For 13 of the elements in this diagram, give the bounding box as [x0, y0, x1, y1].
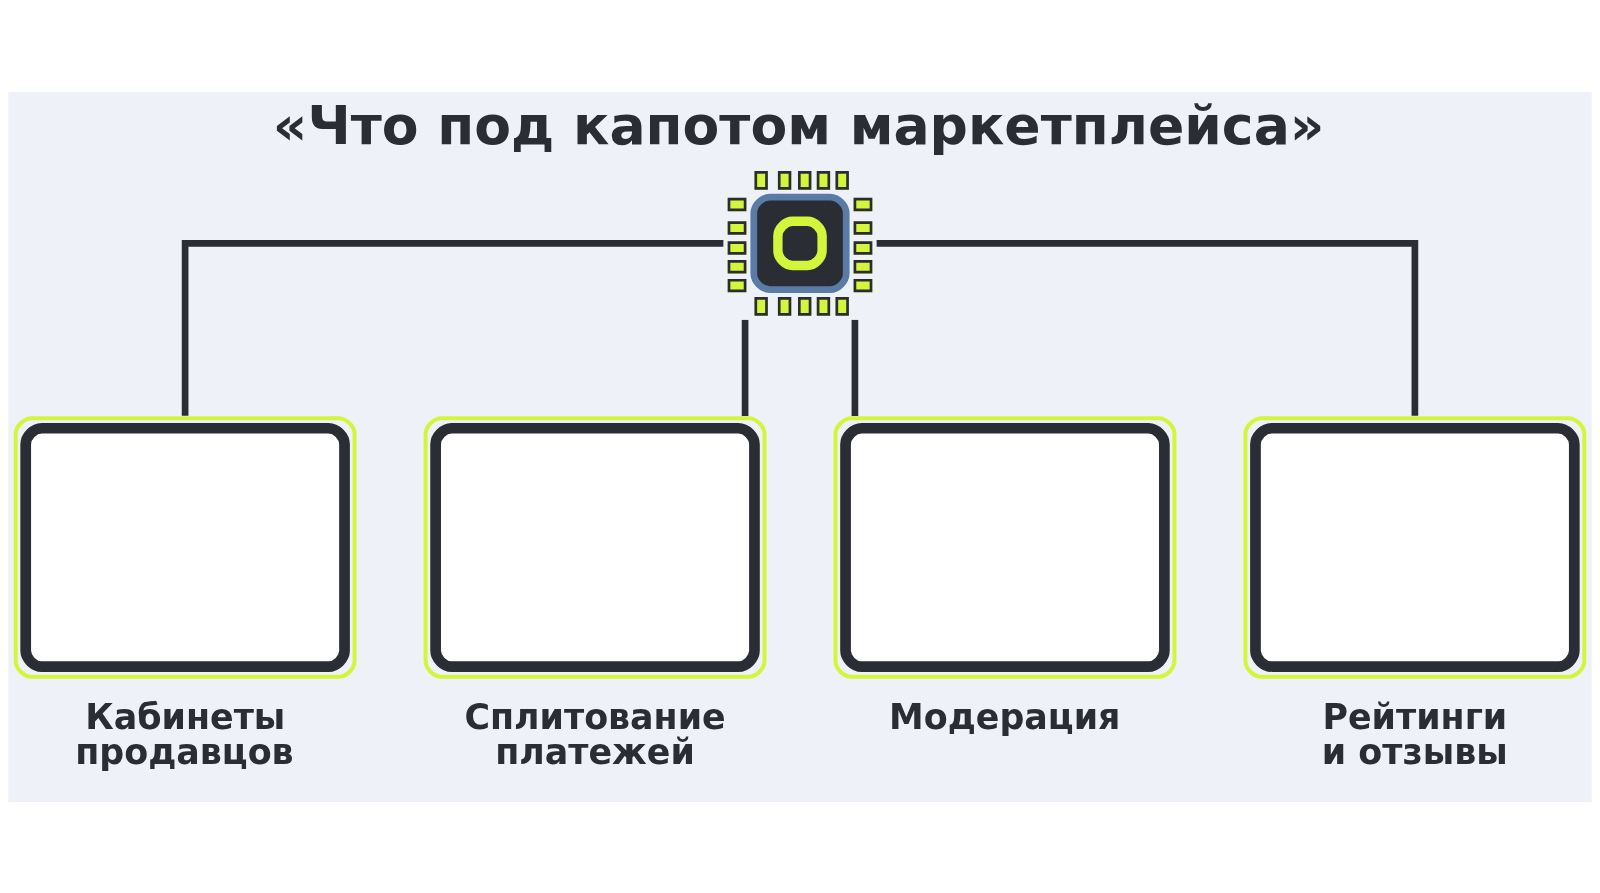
node-box — [423, 415, 767, 679]
node-label: Кабинеты продавцов — [75, 696, 294, 772]
node-label: Сплитование платежей — [464, 696, 726, 772]
connector — [876, 239, 1419, 416]
node-box — [833, 415, 1177, 679]
connector — [181, 239, 724, 416]
node-box — [1243, 415, 1587, 679]
connector — [741, 319, 749, 416]
node-label: Рейтинги и отзывы — [1321, 696, 1508, 772]
diagram-title: «Что под капотом маркетплейса» — [272, 93, 1325, 157]
node-box — [13, 415, 357, 679]
node-label: Модерация — [889, 696, 1121, 737]
connector — [851, 319, 859, 416]
